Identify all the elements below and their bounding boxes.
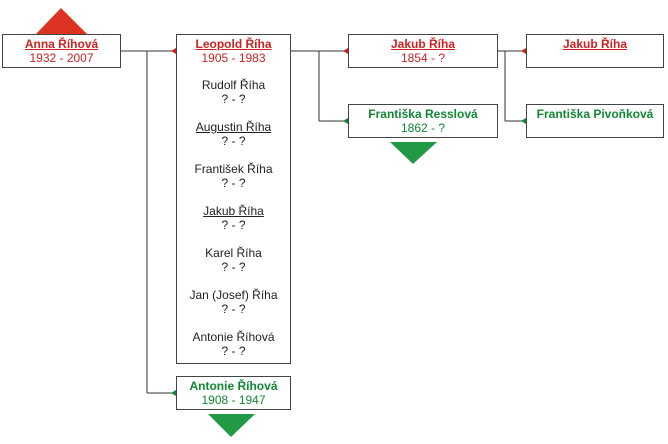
sibling-item: Rudolf Říha ? - ? bbox=[176, 78, 291, 106]
sibling-dates: ? - ? bbox=[221, 176, 246, 190]
sibling-dates: ? - ? bbox=[221, 92, 246, 106]
arrow-to-father-icon bbox=[171, 48, 176, 54]
arrow-to-mother-icon bbox=[171, 390, 176, 396]
sibling-dates: ? - ? bbox=[221, 218, 246, 232]
arrow-to-grandmother-icon bbox=[343, 118, 348, 124]
root-person-card[interactable]: Anna Říhová 1932 - 2007 bbox=[2, 34, 121, 68]
father-dates: 1905 - 1983 bbox=[201, 51, 266, 65]
grandfather-name[interactable]: Jakub Říha bbox=[390, 37, 456, 51]
great-grandfather-name[interactable]: Jakub Říha bbox=[562, 37, 628, 51]
sibling-name: Rudolf Říha bbox=[201, 78, 266, 92]
grandmother-name: Františka Resslová bbox=[368, 107, 478, 121]
root-person-name[interactable]: Anna Říhová bbox=[24, 37, 99, 51]
sibling-name: Jan (Josef) Říha bbox=[189, 288, 278, 302]
expand-up-triangle-icon[interactable] bbox=[36, 8, 87, 34]
sibling-item[interactable]: Jakub Říha ? - ? bbox=[176, 204, 291, 232]
sibling-name-link[interactable]: Jakub Říha bbox=[203, 204, 264, 218]
grandmother-dates: 1862 - ? bbox=[400, 121, 446, 135]
sibling-item: Antonie Říhová ? - ? bbox=[176, 330, 291, 358]
sibling-name: František Říha bbox=[194, 162, 273, 176]
sibling-name: Antonie Říhová bbox=[192, 330, 275, 344]
expand-down-triangle-icon-mother[interactable] bbox=[208, 414, 255, 437]
sibling-name: Karel Říha bbox=[205, 246, 262, 260]
sibling-name-link[interactable]: Augustin Říha bbox=[195, 120, 272, 134]
father-card[interactable]: Leopold Říha 1905 - 1983 bbox=[176, 34, 291, 364]
grandmother-card[interactable]: Františka Resslová 1862 - ? bbox=[348, 104, 498, 138]
father-name[interactable]: Leopold Říha bbox=[195, 37, 272, 51]
mother-name: Antonie Říhová bbox=[189, 379, 278, 393]
great-grandfather-card[interactable]: Jakub Říha bbox=[526, 34, 664, 68]
arrow-to-grandfather-icon bbox=[343, 48, 348, 54]
sibling-item: František Říha ? - ? bbox=[176, 162, 291, 190]
great-grandmother-card[interactable]: Františka Pivoňková bbox=[526, 104, 664, 138]
sibling-dates: ? - ? bbox=[221, 302, 246, 316]
sibling-item: Jan (Josef) Říha ? - ? bbox=[176, 288, 291, 316]
grandfather-dates: 1854 - ? bbox=[400, 51, 446, 65]
expand-down-triangle-icon-grandmother[interactable] bbox=[390, 142, 437, 164]
sibling-dates: ? - ? bbox=[221, 260, 246, 274]
mother-card[interactable]: Antonie Říhová 1908 - 1947 bbox=[176, 376, 291, 410]
sibling-item[interactable]: Augustin Říha ? - ? bbox=[176, 120, 291, 148]
sibling-dates: ? - ? bbox=[221, 344, 246, 358]
great-grandmother-name: Františka Pivoňková bbox=[536, 107, 654, 121]
mother-dates: 1908 - 1947 bbox=[201, 393, 266, 407]
root-person-dates: 1932 - 2007 bbox=[29, 51, 94, 65]
grandfather-card[interactable]: Jakub Říha 1854 - ? bbox=[348, 34, 498, 68]
sibling-item: Karel Říha ? - ? bbox=[176, 246, 291, 274]
arrow-to-great-grandfather-icon bbox=[521, 48, 526, 54]
sibling-dates: ? - ? bbox=[221, 134, 246, 148]
arrow-to-great-grandmother-icon bbox=[521, 118, 526, 124]
